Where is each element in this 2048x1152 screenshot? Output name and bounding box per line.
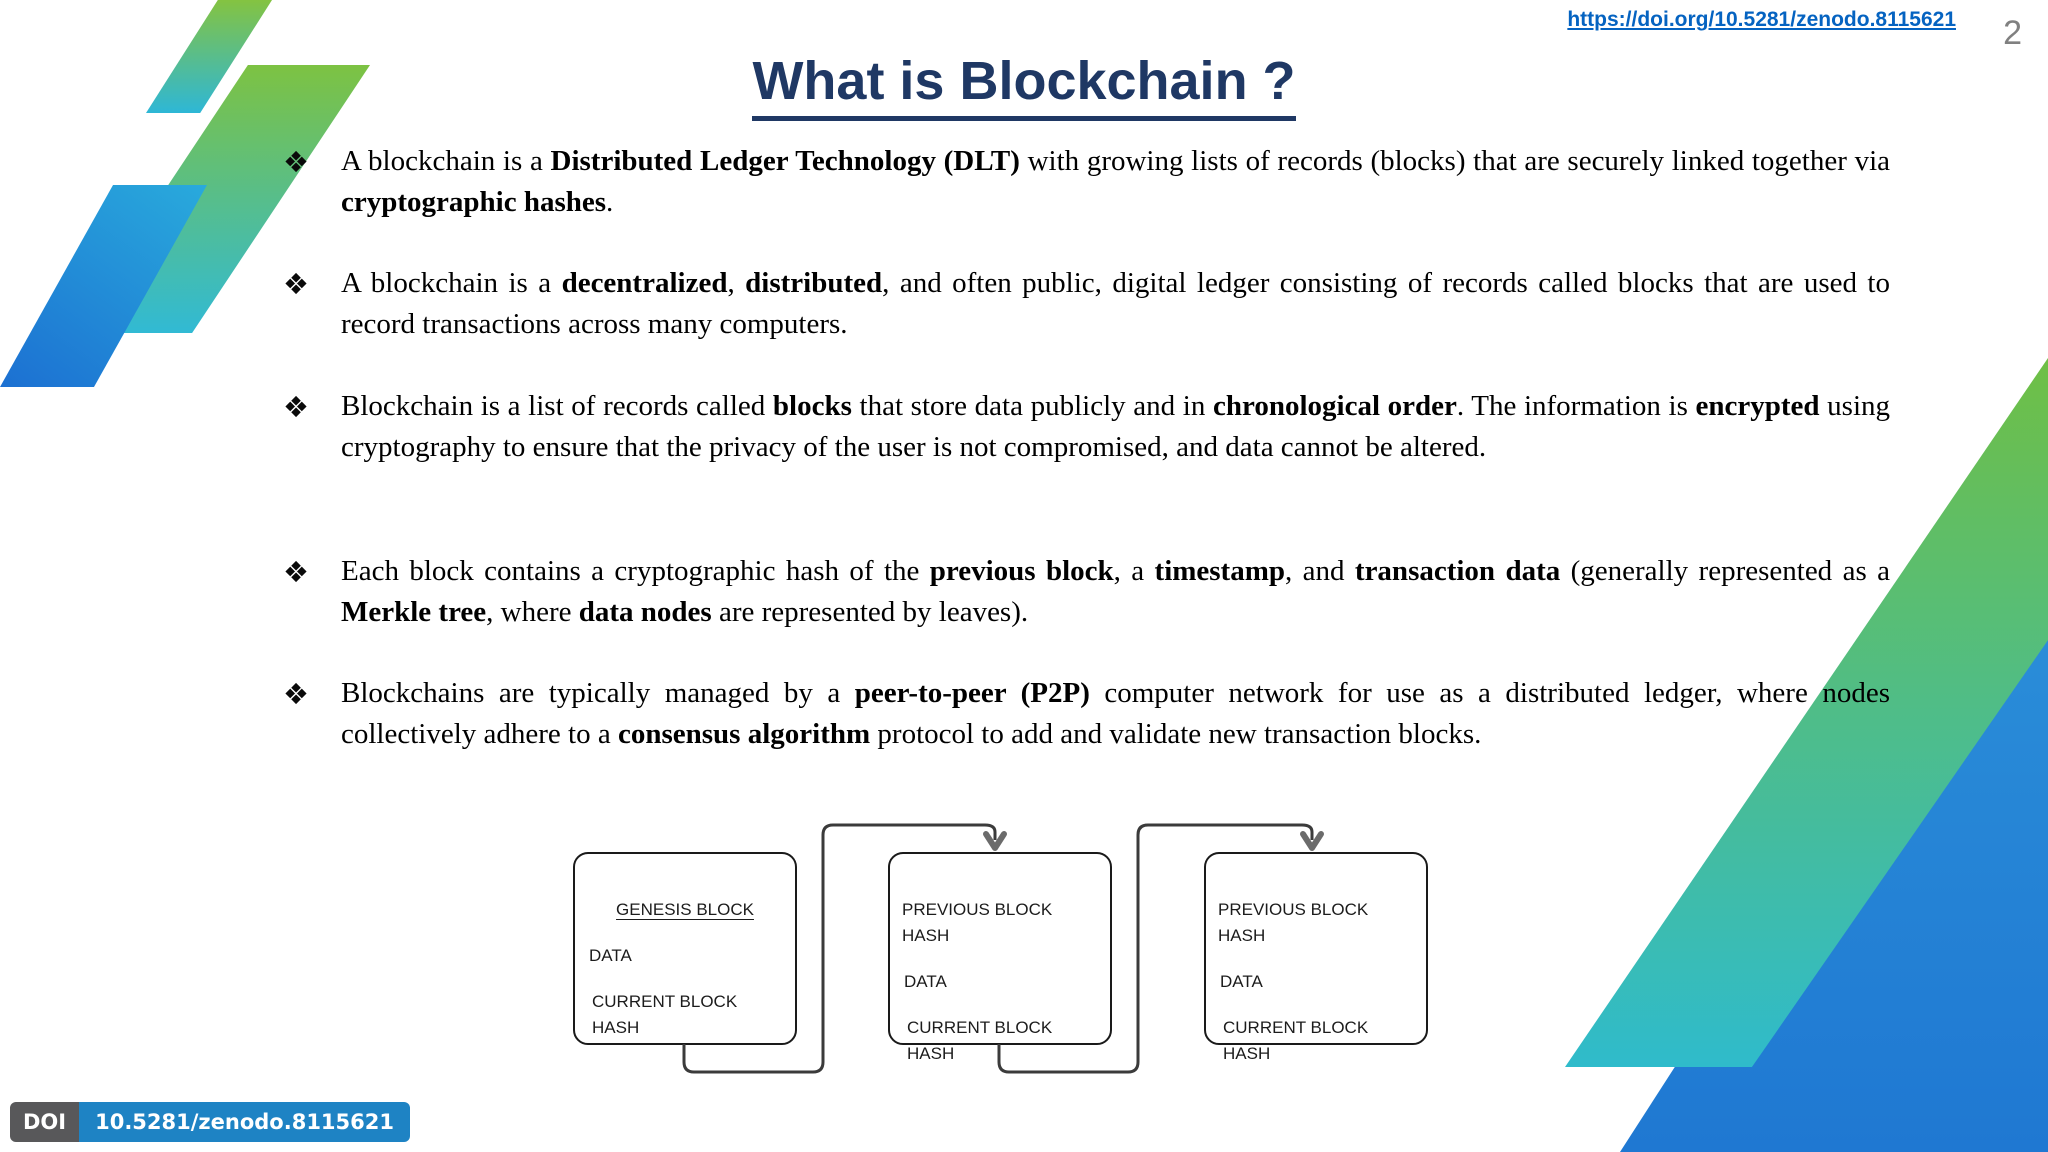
block-title: PREVIOUS BLOCK HASH xyxy=(902,900,1053,945)
block-hash-label: CURRENT BLOCK HASH xyxy=(907,1018,1053,1063)
block-hash-label: CURRENT BLOCK HASH xyxy=(592,992,738,1037)
bullet-text: Blockchain is a list of records called b… xyxy=(341,390,1891,463)
bullet-item: ❖ Blockchains are typically managed by a… xyxy=(283,673,1890,755)
bullet-text: Blockchains are typically managed by a p… xyxy=(341,677,1890,750)
bullet-item: ❖ A blockchain is a Distributed Ledger T… xyxy=(283,141,1890,223)
bullet-text: Each block contains a cryptographic hash… xyxy=(341,555,1890,628)
bullet-text: A blockchain is a Distributed Ledger Tec… xyxy=(341,145,1890,218)
diagram-block-3: PREVIOUS BLOCK HASH DATA CURRENT BLOCK H… xyxy=(1204,852,1428,1063)
block-data-label: DATA xyxy=(904,972,947,991)
block-data-label: DATA xyxy=(589,946,632,965)
doi-badge-label: DOI xyxy=(10,1102,80,1142)
bullet-diamond-icon: ❖ xyxy=(283,390,309,424)
bullet-diamond-icon: ❖ xyxy=(283,145,309,179)
block-title: PREVIOUS BLOCK HASH xyxy=(1218,900,1369,945)
block-title: GENESIS BLOCK xyxy=(616,900,754,919)
page-number: 2 xyxy=(2003,14,2022,52)
bullet-diamond-icon: ❖ xyxy=(283,267,309,301)
doi-badge[interactable]: DOI 10.5281/zenodo.8115621 xyxy=(10,1102,410,1142)
doi-badge-value: 10.5281/zenodo.8115621 xyxy=(79,1102,410,1142)
page-title: What is Blockchain ? xyxy=(752,50,1296,121)
bullet-item: ❖ Blockchain is a list of records called… xyxy=(283,386,1890,468)
bullet-diamond-icon: ❖ xyxy=(283,555,309,589)
bullet-text: A blockchain is a decentralized, distrib… xyxy=(341,267,1890,340)
diagram-block-2: PREVIOUS BLOCK HASH DATA CURRENT BLOCK H… xyxy=(888,852,1112,1063)
title-wrap: What is Blockchain ? xyxy=(0,50,2048,121)
bullet-item: ❖ A blockchain is a decentralized, distr… xyxy=(283,263,1890,345)
diagram-block-genesis: GENESIS BLOCK DATA CURRENT BLOCK HASH xyxy=(573,852,797,1045)
doi-link[interactable]: https://doi.org/10.5281/zenodo.8115621 xyxy=(1567,8,1956,31)
block-hash-label: CURRENT BLOCK HASH xyxy=(1223,1018,1369,1063)
bullet-item: ❖ Each block contains a cryptographic ha… xyxy=(283,551,1890,633)
block-data-label: DATA xyxy=(1220,972,1263,991)
bullet-diamond-icon: ❖ xyxy=(283,677,309,711)
